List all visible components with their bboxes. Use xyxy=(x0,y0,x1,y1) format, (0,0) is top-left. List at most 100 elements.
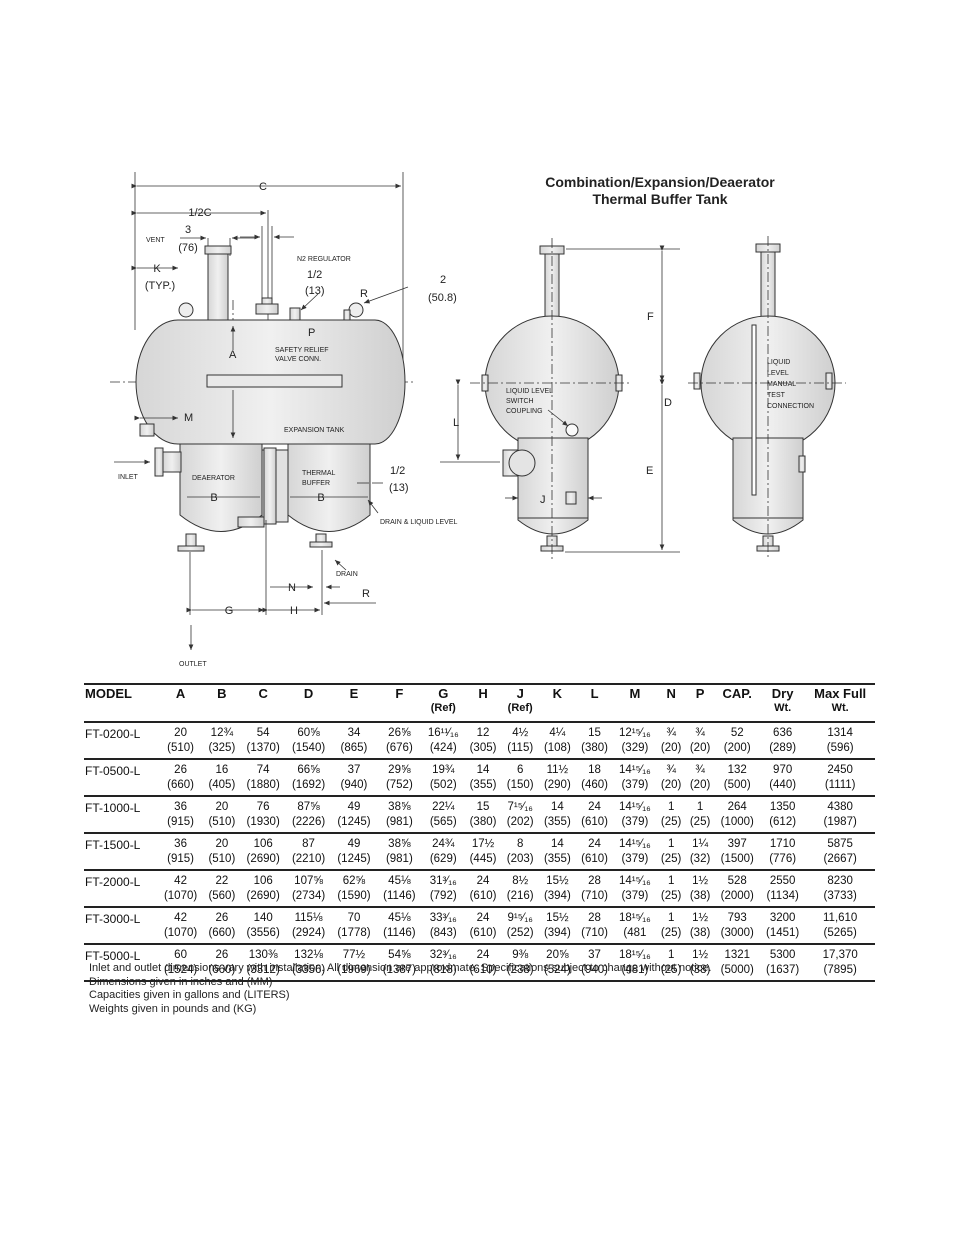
expansion-tank xyxy=(135,245,406,445)
cell-inches: 24 xyxy=(476,911,490,924)
table-cell: 26(660) xyxy=(203,944,241,982)
cell-metric: (325) xyxy=(208,741,236,754)
cell-metric: (3556) xyxy=(246,926,280,939)
cell-inches: 3200 xyxy=(769,911,796,924)
cell-metric: (38) xyxy=(689,889,711,902)
cell-metric: (115) xyxy=(507,741,534,754)
label-r-2: R xyxy=(362,588,370,600)
cell-metric: (676) xyxy=(385,741,413,754)
cell-inches: 38⅝ xyxy=(388,837,411,850)
cell-inches: 15½ xyxy=(546,911,569,924)
table-cell: 20(510) xyxy=(203,796,241,834)
table-cell: 14¹⁵⁄₁₆(379) xyxy=(613,870,657,908)
cell-inches: 1350 xyxy=(769,800,796,813)
cell-inches: 36 xyxy=(174,800,187,813)
cell-inches: 20 xyxy=(174,726,187,739)
table-cell: 26(660) xyxy=(203,907,241,945)
cell-metric: (238) xyxy=(506,963,534,976)
table-cell: 38⅝(981) xyxy=(376,796,423,834)
cell-metric: (865) xyxy=(340,741,368,754)
column-header: C xyxy=(240,683,286,723)
table-cell: 8½(216) xyxy=(501,870,539,908)
cell-inches: 5300 xyxy=(769,948,796,961)
cell-metric: (1637) xyxy=(766,963,800,976)
cell-inches: 54 xyxy=(256,726,270,739)
column-header: B xyxy=(203,683,241,723)
cell-inches: 18 xyxy=(588,763,601,776)
column-header-label: D xyxy=(303,686,314,701)
cell-metric: (1134) xyxy=(766,889,799,902)
label-vent: VENT xyxy=(146,237,165,244)
table-cell: 62⅝(1590) xyxy=(331,870,377,908)
front-dims xyxy=(440,238,680,560)
table-cell: 132⅛(3356) xyxy=(285,944,332,982)
cell-inches: 1½ xyxy=(692,874,709,887)
cell-metric: (481) xyxy=(621,963,649,976)
table-cell: ¾(20) xyxy=(656,722,686,760)
table-cell: 66⅝(1692) xyxy=(285,759,332,797)
table-cell: 87⅝(2226) xyxy=(285,796,332,834)
table-cell: 24(610) xyxy=(464,944,502,982)
cell-inches: 1314 xyxy=(827,726,853,739)
cell-metric: (305) xyxy=(469,741,497,754)
cell-inches: 528 xyxy=(727,874,747,887)
table-cell: 5300 (1637) xyxy=(759,944,806,982)
table-cell: 106(2690) xyxy=(240,870,286,908)
cell-inches: ¾ xyxy=(695,726,705,739)
table-cell: 29⅝(752) xyxy=(376,759,423,797)
cell-metric: (612) xyxy=(769,815,797,828)
table-cell: 77½(1969) xyxy=(331,944,377,982)
label-13-2: (13) xyxy=(389,482,409,494)
cell-inches: 24 xyxy=(588,800,601,813)
label-p: P xyxy=(308,327,315,339)
table-cell: 20(510) xyxy=(157,722,204,760)
cell-metric: (200) xyxy=(723,741,751,754)
cell-metric: (355) xyxy=(543,852,571,865)
label-n2-regulator: N2 REGULATOR xyxy=(297,256,351,263)
column-header: P xyxy=(685,683,715,723)
table-cell: 49(1245) xyxy=(331,796,377,834)
cell-inches: 20 xyxy=(215,837,229,850)
cell-inches: 8230 xyxy=(827,874,853,887)
table-cell: ¾(20) xyxy=(656,759,686,797)
cell-inches: 14¹⁵⁄₁₆ xyxy=(618,763,651,776)
cell-inches: 42 xyxy=(174,911,187,924)
cell-metric: (203) xyxy=(506,852,534,865)
cell-metric: (38) xyxy=(689,926,711,939)
cell-metric: (915) xyxy=(167,815,194,828)
cell-metric: (25) xyxy=(660,963,682,976)
cell-inches: 37 xyxy=(588,948,601,961)
cell-metric: (355) xyxy=(543,815,571,828)
cell-inches: 6 xyxy=(516,763,524,776)
label-a: A xyxy=(229,349,237,361)
table-cell: 15(380) xyxy=(575,722,614,760)
cell-metric: (500) xyxy=(723,778,751,791)
label-d: D xyxy=(664,397,672,409)
table-cell: 15½(394) xyxy=(538,870,576,908)
cell-inches: 264 xyxy=(727,800,747,813)
label-j: J xyxy=(540,494,546,506)
cell-inches: ¾ xyxy=(666,726,676,739)
table-cell: 38⅝(981) xyxy=(376,833,423,871)
table-cell: 42(1070) xyxy=(157,907,204,945)
label-2: 2 xyxy=(440,274,446,286)
table-cell: 1(25) xyxy=(685,796,715,834)
column-header-label: A xyxy=(175,686,186,701)
cell-metric: (202) xyxy=(506,815,534,828)
cell-metric: (1880) xyxy=(246,778,280,791)
table-cell: 24¾(629) xyxy=(422,833,465,871)
cell-inches: 17½ xyxy=(471,837,495,850)
cell-inches: 15½ xyxy=(546,874,569,887)
cell-metric: (596) xyxy=(826,741,854,754)
table-cell: 7¹⁵⁄₁₆(202) xyxy=(501,796,539,834)
table-cell: 4¼(108) xyxy=(538,722,576,760)
cell-metric: (20) xyxy=(689,741,711,754)
table-cell: 42(1070) xyxy=(157,870,204,908)
cell-inches: 24 xyxy=(588,837,601,850)
column-header: D xyxy=(285,683,332,723)
cell-metric: (25) xyxy=(660,815,682,828)
table-cell: 264(1000) xyxy=(714,796,760,834)
column-header-sub: Wt. xyxy=(831,702,849,714)
cell-inches: 60⅝ xyxy=(297,726,320,739)
